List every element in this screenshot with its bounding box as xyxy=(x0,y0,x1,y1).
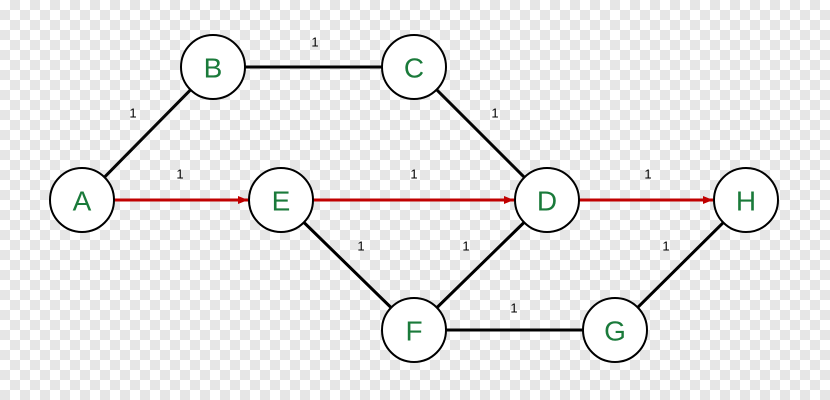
edge-e-f xyxy=(302,221,393,309)
node-label: A xyxy=(73,186,92,217)
node-label: F xyxy=(405,316,422,347)
node-h: H xyxy=(713,167,779,233)
node-e: E xyxy=(248,167,314,233)
edge-weight-e-d: 1 xyxy=(410,167,417,182)
node-b: B xyxy=(180,34,246,100)
node-label: H xyxy=(736,186,756,217)
edge-weight-a-b: 1 xyxy=(129,106,136,121)
edge-d-f xyxy=(435,221,526,309)
edge-a-b xyxy=(103,88,192,179)
node-circle xyxy=(248,167,314,233)
node-circle xyxy=(49,167,115,233)
edges-layer: 1 1 1 1 1 1 1 1 1 1 xyxy=(103,35,725,332)
node-circle xyxy=(713,167,779,233)
node-label: C xyxy=(404,53,424,84)
node-circle xyxy=(180,34,246,100)
edge-weight-d-h: 1 xyxy=(644,167,651,182)
edge-c-d xyxy=(435,88,526,179)
node-f: F xyxy=(381,297,447,363)
node-c: C xyxy=(381,34,447,100)
node-d: D xyxy=(514,167,580,233)
node-circle xyxy=(381,297,447,363)
edge-g-h xyxy=(636,221,725,309)
node-label: E xyxy=(272,186,291,217)
node-label: D xyxy=(537,186,557,217)
node-g: G xyxy=(582,297,648,363)
edge-weight-d-f: 1 xyxy=(462,239,469,254)
edge-weight-g-h: 1 xyxy=(662,239,669,254)
node-a: A xyxy=(49,167,115,233)
edge-weight-b-c: 1 xyxy=(311,35,318,50)
edge-weight-c-d: 1 xyxy=(491,106,498,121)
node-circle xyxy=(514,167,580,233)
node-circle xyxy=(381,34,447,100)
node-circle xyxy=(582,297,648,363)
edge-weight-a-e: 1 xyxy=(176,167,183,182)
node-label: B xyxy=(204,53,223,84)
node-label: G xyxy=(604,316,626,347)
nodes-layer: A B C D E F G H xyxy=(49,34,779,363)
edge-weight-e-f: 1 xyxy=(357,239,364,254)
edge-weight-f-g: 1 xyxy=(510,301,517,316)
